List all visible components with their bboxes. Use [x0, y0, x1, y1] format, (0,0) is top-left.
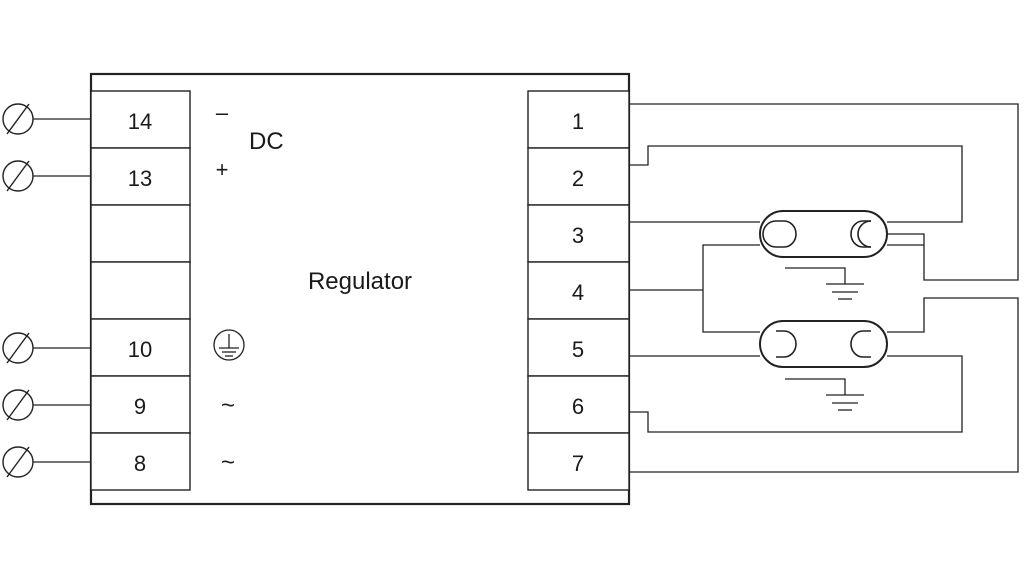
screw-terminal-icon-10	[2, 332, 91, 364]
right-terminal-label-7: 7	[572, 451, 584, 476]
right-terminal-label-5: 5	[572, 337, 584, 362]
left-connectors	[2, 103, 91, 478]
wire-terminal-6	[629, 355, 963, 433]
left-terminal-label-8: 8	[134, 451, 146, 476]
left-terminal-label-10: 10	[128, 337, 152, 362]
regulator-label: Regulator	[308, 268, 412, 295]
left-terminal-14	[90, 90, 191, 149]
right-terminal-3	[527, 204, 630, 263]
left-terminal-13	[90, 147, 191, 206]
lamp-wiring	[629, 103, 1019, 473]
right-terminal-5	[527, 318, 630, 377]
lower-ground-icon	[785, 378, 864, 411]
ac-symbol-8: ~	[221, 449, 235, 476]
left-terminal-blank-2	[90, 261, 191, 320]
dc-label: DC	[249, 128, 284, 155]
protective-earth-icon	[213, 329, 245, 361]
lower-lamp-icon	[759, 320, 888, 368]
right-terminal-4	[527, 261, 630, 320]
screw-terminal-icon-9	[2, 389, 91, 421]
left-terminal-label-9: 9	[134, 394, 146, 419]
left-terminal-block: 14 13 10 9 8	[90, 90, 191, 491]
upper-lamp-icon	[759, 210, 888, 258]
right-terminal-1	[527, 90, 630, 149]
upper-ground-icon	[785, 267, 864, 300]
left-terminal-label-14: 14	[128, 109, 152, 134]
wire-terminal-4-split	[702, 244, 760, 333]
right-terminal-label-3: 3	[572, 223, 584, 248]
wire-terminal-2	[629, 145, 963, 223]
right-terminal-block: 1 2 3 4 5 6 7	[527, 90, 630, 491]
left-terminal-blank-1	[90, 204, 191, 263]
left-terminal-10	[90, 318, 191, 377]
right-terminal-label-2: 2	[572, 166, 584, 191]
right-terminal-label-1: 1	[572, 109, 584, 134]
screw-terminal-icon-14	[2, 103, 91, 135]
right-terminal-6	[527, 375, 630, 434]
wire-terminal-7	[629, 297, 1019, 473]
ac-symbol-9: ~	[221, 392, 235, 419]
dc-minus-symbol: –	[216, 100, 229, 125]
right-terminal-label-4: 4	[572, 280, 584, 305]
right-terminal-label-6: 6	[572, 394, 584, 419]
left-terminal-label-13: 13	[128, 166, 152, 191]
wire-terminal-1	[629, 103, 1019, 281]
dc-plus-symbol: +	[216, 157, 229, 182]
screw-terminal-icon-13	[2, 160, 91, 192]
screw-terminal-icon-8	[2, 446, 91, 478]
right-terminal-7	[527, 432, 630, 491]
